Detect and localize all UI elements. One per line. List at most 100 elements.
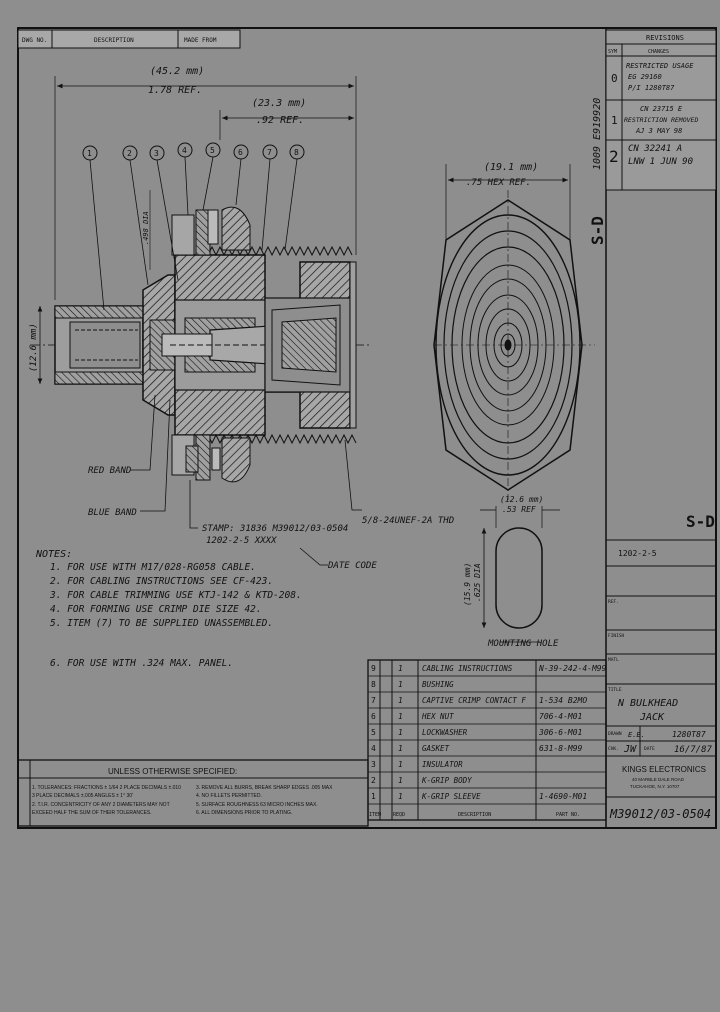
note-item: 6. FOR USE WITH .324 MAX. PANEL. [50, 658, 233, 669]
flat-metric: (12.6 mm) [500, 495, 543, 504]
item-balloon: 7 [261, 144, 278, 251]
stamp-label-line2: 1202-2-5 XXXX [206, 536, 277, 546]
company-name: KINGS ELECTRONICS [622, 765, 706, 774]
mounting-hole-label: MOUNTING HOLE [487, 639, 559, 649]
tolerance-line: 4. NO FILLETS PERMITTED. [196, 793, 262, 799]
parts-number: 631-8-M99 [539, 744, 583, 753]
svg-text:1: 1 [87, 149, 92, 158]
item-balloon: 6 [233, 144, 249, 206]
note-item: 1. FOR USE WITH M17/028-RG058 CABLE. [50, 562, 256, 573]
revision-line: EG 29160 [628, 73, 662, 81]
revision-sym: 1 [611, 114, 618, 127]
parts-reqd: 1 [398, 696, 403, 705]
parts-number: 1-534 B2MO [539, 696, 587, 705]
revision-line: LNW 1 JUN 90 [628, 157, 693, 167]
front-inch: .92 REF. [256, 115, 304, 126]
connector-end-view [433, 164, 595, 500]
parts-col-reqd: REQD [393, 812, 405, 818]
tolerances-title: UNLESS OTHERWISE SPECIFIED: [108, 767, 237, 776]
item-balloon: 4 [177, 142, 193, 216]
flange-dim: .498 DIA [142, 211, 150, 245]
parts-col-item: ITEM [369, 812, 381, 818]
side-code: S-D [588, 216, 607, 245]
drawn-date: 1280T87 [672, 730, 706, 739]
connector-section-view [30, 206, 372, 483]
drawing-number: M39012/03-0504 [609, 807, 711, 821]
overall-inch: 1.78 REF. [148, 85, 202, 96]
parts-item: 7 [371, 696, 376, 705]
red-band-label: RED BAND [88, 466, 131, 476]
revision-line: RESTRICTED USAGE [626, 62, 694, 70]
tolerance-line: 6. ALL DIMENSIONS PRIOR TO PLATING. [196, 810, 292, 816]
svg-text:6: 6 [238, 148, 243, 157]
side-stamp: S-D [686, 512, 715, 531]
svg-text:5: 5 [210, 146, 215, 155]
blue-band-label: BLUE BAND [88, 508, 137, 518]
callouts: RED BAND BLUE BAND STAMP: 31836 M39012/0… [88, 394, 454, 571]
parts-description: INSULATOR [422, 760, 463, 769]
note-item: 4. FOR FORMING USE CRIMP DIE SIZE 42. [50, 604, 262, 615]
notes-title: NOTES: [35, 549, 72, 560]
parts-description: K-GRIP BODY [421, 776, 472, 785]
header-description: DESCRIPTION [94, 37, 134, 44]
parts-row: 2 1 K-GRIP BODY [371, 776, 472, 785]
revisions-col-changes: CHANGES [648, 49, 669, 55]
revision-line: AJ 3 MAY 98 [635, 127, 682, 135]
parts-col-description: DESCRIPTION [458, 812, 491, 818]
hex-metric: (19.1 mm) [484, 162, 538, 173]
part-number-top: 1202-2-5 [618, 549, 657, 558]
header-dwg-no: DWG NO. [22, 37, 47, 44]
parts-description: HEX NUT [421, 712, 454, 721]
revisions-col-sym: SYM [608, 49, 617, 55]
parts-item: 9 [371, 664, 376, 673]
scale-date: 16/7/87 [674, 745, 713, 755]
checked-by: JW [623, 744, 637, 755]
svg-text:3: 3 [154, 149, 159, 158]
tolerance-line: 3 PLACE DECIMALS ±.005 ANGLES ± 1° 30' [32, 793, 133, 799]
notes-block: NOTES: 1. FOR USE WITH M17/028-RG058 CAB… [35, 549, 302, 669]
parts-col-part-no: PART NO. [556, 812, 580, 818]
tolerance-line: EXCEED HALF THE SUM OF THEIR TOLERANCES. [32, 810, 152, 816]
parts-reqd: 1 [398, 712, 403, 721]
revision-line: RESTRICTION REMOVED [624, 116, 698, 124]
parts-description: K-GRIP SLEEVE [421, 792, 481, 801]
svg-text:2: 2 [127, 149, 132, 158]
item-balloons: 1 2 3 4 5 6 7 8 [82, 142, 305, 311]
parts-reqd: 1 [398, 680, 403, 689]
flat-inch: .53 REF [502, 505, 536, 514]
parts-reqd: 1 [398, 776, 403, 785]
parts-reqd: 1 [398, 664, 403, 673]
note-item: 2. FOR CABLING INSTRUCTIONS SEE CF-423. [50, 576, 273, 587]
parts-item: 5 [371, 728, 376, 737]
hex-inch: .75 HEX REF. [466, 178, 531, 188]
tolerance-line: 5. SURFACE ROUGHNESS 63 MICRO INCHES MAX… [196, 802, 318, 808]
thread-label: 5/8-24UNEF-2A THD [362, 516, 454, 526]
tolerance-line: 3. REMOVE ALL BURRS, BREAK SHARP EDGES .… [196, 785, 333, 791]
parts-item: 2 [371, 776, 376, 785]
drawn-label: DRAWN [608, 731, 622, 737]
parts-reqd: 1 [398, 728, 403, 737]
overall-metric: (45.2 mm) [150, 66, 204, 77]
revision-margin-note: 1009 E919920 [592, 98, 603, 170]
revision-sym: 0 [611, 72, 618, 85]
parts-description: LOCKWASHER [422, 728, 468, 737]
item-balloon: 3 [149, 145, 179, 281]
title-block: 1202-2-5 REF. FINISH MATL TITLE N BULKHE… [606, 539, 716, 821]
parts-description: GASKET [422, 744, 450, 753]
tolerances-block: UNLESS OTHERWISE SPECIFIED: 1. TOLERANCE… [17, 759, 369, 827]
sheet-border [17, 27, 717, 829]
note-item: 5. ITEM (7) TO BE SUPPLIED UNASSEMBLED. [50, 618, 273, 629]
front-metric: (23.3 mm) [252, 98, 306, 109]
parts-item: 1 [371, 792, 376, 801]
dimension-overall: (45.2 mm) 1.78 REF. (23.3 mm) .92 REF. (… [29, 66, 357, 384]
company-address-1: 40 MARBLE DALE ROAD [632, 777, 685, 782]
hole-metric: (15.9 mm) [463, 563, 472, 606]
